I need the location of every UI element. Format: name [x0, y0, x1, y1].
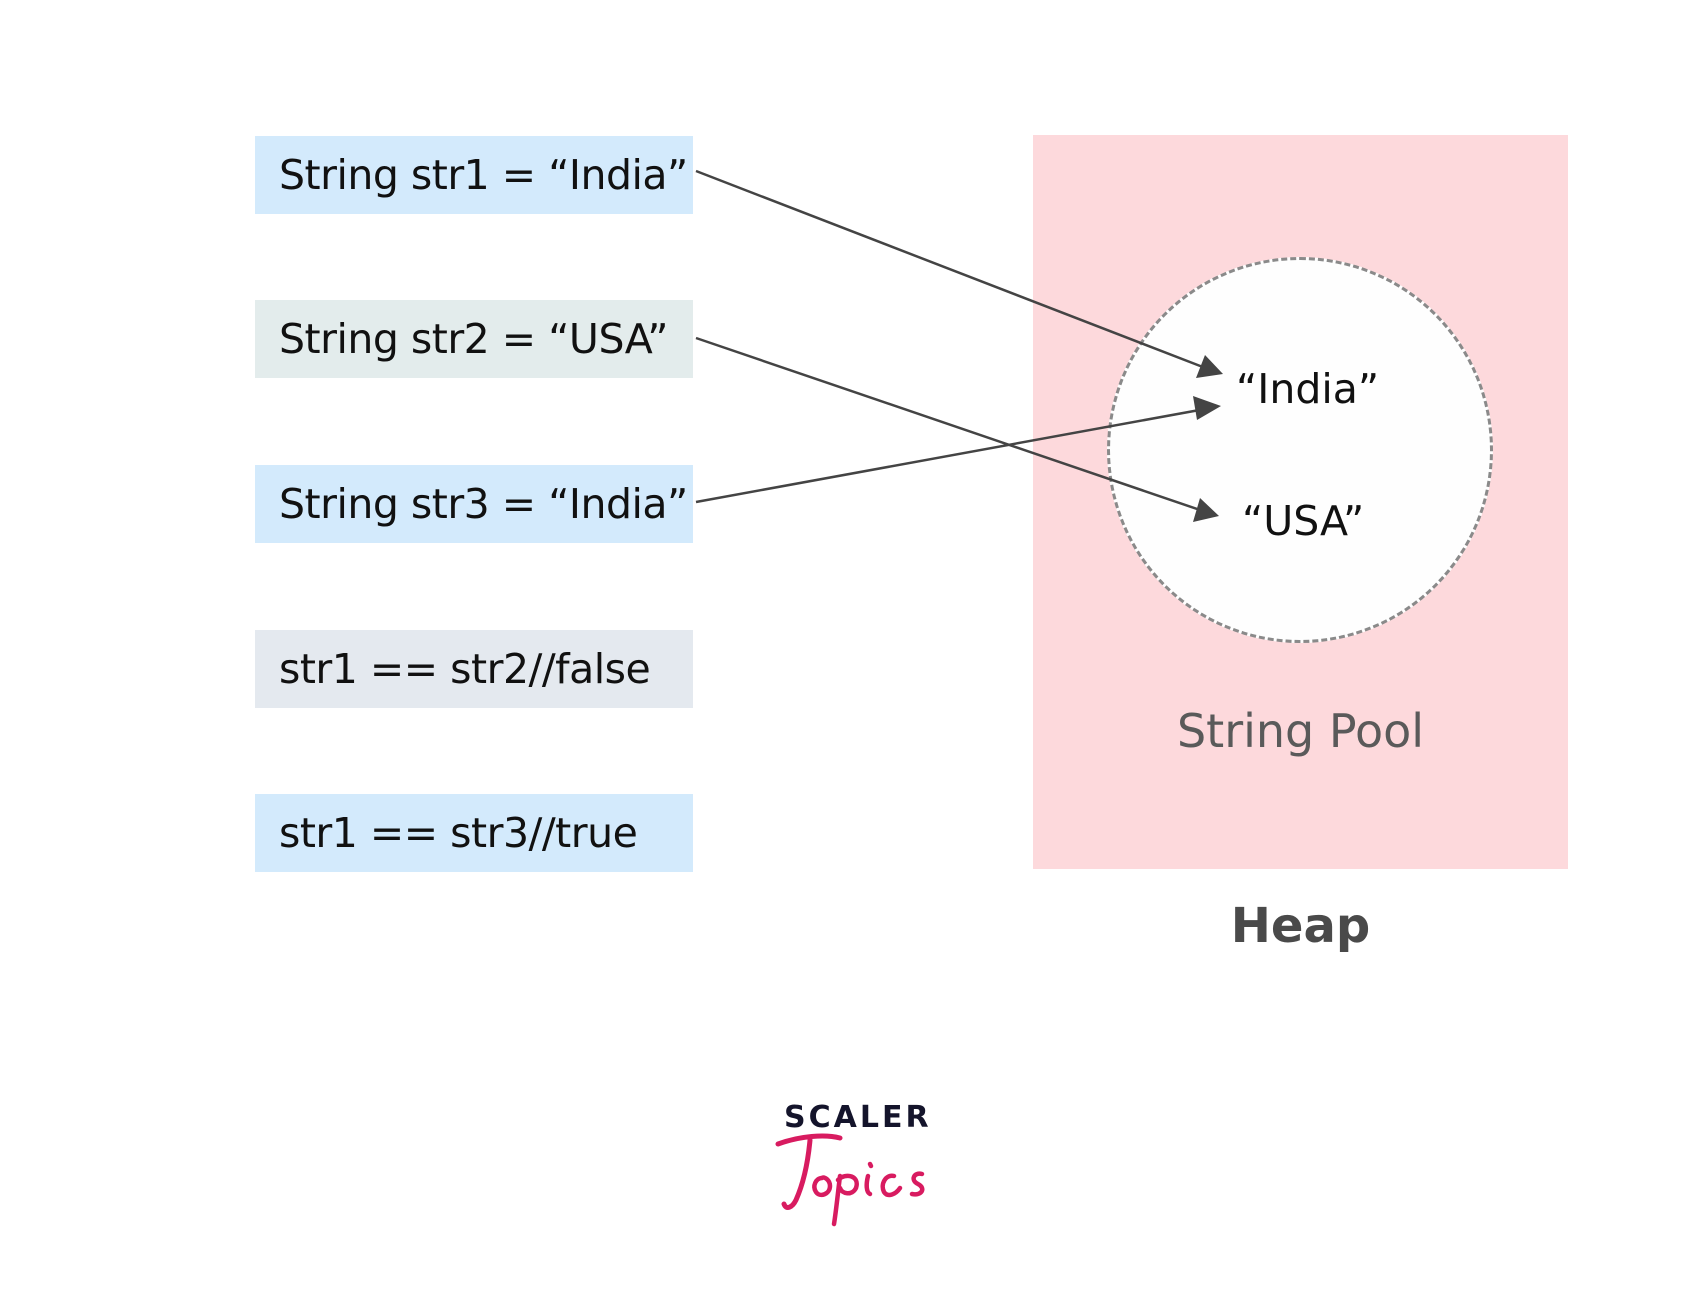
pool-value-usa: “USA”: [1242, 497, 1365, 545]
pool-value-india: “India”: [1236, 365, 1380, 413]
string-pool-label: String Pool: [1176, 704, 1425, 758]
code-line-text: String str3 = “India”: [279, 480, 688, 528]
code-line-text: String str1 = “India”: [279, 151, 688, 199]
code-line-compare-false: str1 == str2//false: [255, 630, 693, 708]
code-line-text: str1 == str2//false: [279, 645, 651, 693]
logo-topics-script: [775, 1133, 925, 1227]
code-line-str3: String str3 = “India”: [255, 465, 693, 543]
scaler-topics-logo: SCALER: [770, 1100, 950, 1230]
code-line-str2: String str2 = “USA”: [255, 300, 693, 378]
logo-scaler-word: SCALER: [784, 1100, 932, 1135]
code-line-str1: String str1 = “India”: [255, 136, 693, 214]
heap-label: Heap: [1230, 898, 1371, 954]
code-line-text: String str2 = “USA”: [279, 315, 668, 363]
code-line-text: str1 == str3//true: [279, 809, 638, 857]
string-pool-circle: [1107, 257, 1493, 643]
code-line-compare-true: str1 == str3//true: [255, 794, 693, 872]
